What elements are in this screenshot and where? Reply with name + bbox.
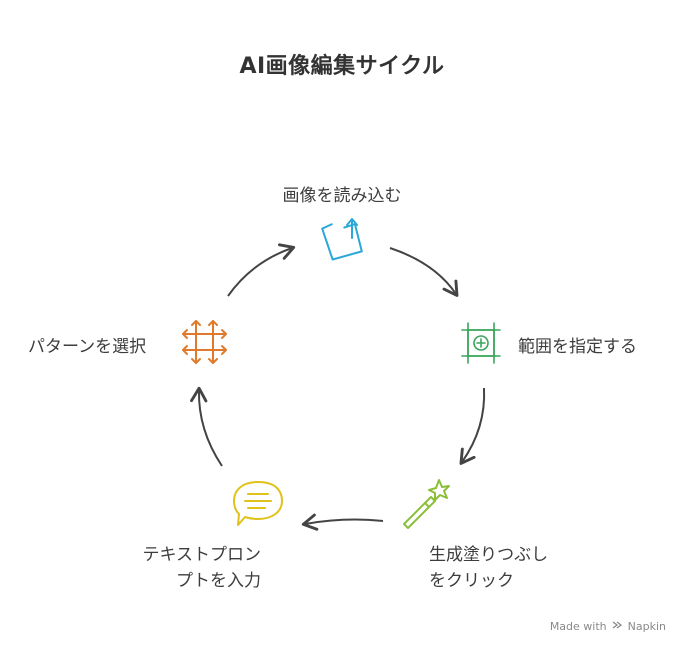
credit-brand: Napkin <box>627 620 666 633</box>
credit-prefix: Made with <box>549 620 607 633</box>
step-label-select-pattern: パターンを選択 <box>28 337 147 357</box>
step-label-line: 生成塗りつぶし <box>429 545 549 565</box>
selection-frame-icon <box>461 322 501 364</box>
magic-wand-icon <box>403 479 450 529</box>
arrow-range-to-fill <box>459 387 486 465</box>
step-label-load-image: 画像を読み込む <box>282 186 402 206</box>
step-label-line: プトを入力 <box>176 571 261 591</box>
arrow-prompt-to-pattern <box>190 386 223 467</box>
step-label-line: をクリック <box>429 571 514 591</box>
arrow-fill-to-prompt <box>301 513 384 531</box>
diagram-title: AI画像編集サイクル <box>239 54 445 79</box>
napkin-logo-icon <box>612 620 623 633</box>
step-label-generative-fill: 生成塗りつぶし をクリック <box>429 542 548 594</box>
speech-bubble-icon <box>233 481 283 526</box>
arrow-pattern-to-load <box>227 243 296 297</box>
step-label-specify-range: 範囲を指定する <box>518 337 637 357</box>
upload-icon <box>321 218 363 261</box>
step-label-line: テキストプロン <box>142 545 262 565</box>
arrow-load-to-range <box>389 247 459 297</box>
grid-pattern-icon <box>182 320 227 364</box>
step-label-enter-prompt: テキストプロン プトを入力 <box>120 542 262 594</box>
napkin-credit[interactable]: Made with Napkin <box>550 620 666 633</box>
